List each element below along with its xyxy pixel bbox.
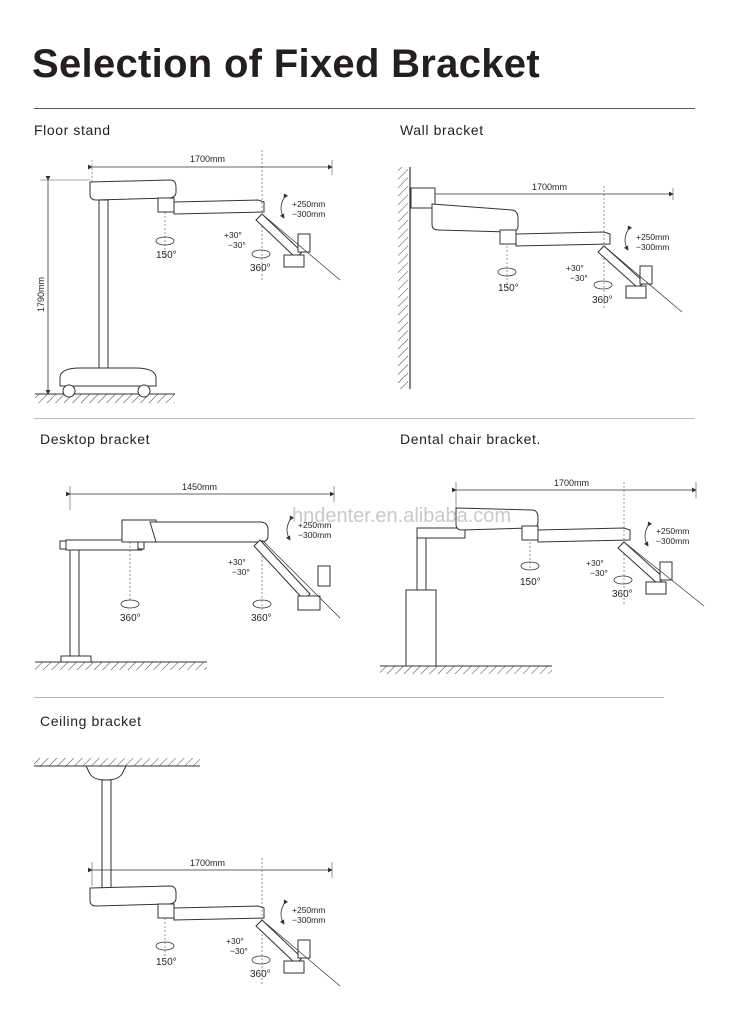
- desktop-rotation-360-left-label: 360°: [120, 613, 141, 624]
- desktop-bracket-label: Desktop bracket: [40, 431, 151, 447]
- ceiling-span-label: 1700mm: [190, 858, 225, 868]
- desktop-rotation-360-right-label: 360°: [251, 613, 272, 624]
- wall-tilt-up-label: +30°: [566, 263, 584, 273]
- desktop-span-label: 1450mm: [182, 482, 217, 492]
- section-divider-1: [34, 418, 695, 419]
- dental-chair-bracket-diagram: 1700mm +250mm −300mm +30° −30° 150° 360°…: [292, 478, 705, 674]
- dental-chair-bracket-label: Dental chair bracket.: [400, 431, 541, 447]
- desktop-vertical-down-label: −300mm: [298, 530, 331, 540]
- dental-vertical-up-label: +250mm: [656, 526, 689, 536]
- floor-tilt-up-label: +30°: [224, 230, 242, 240]
- floor-stand-diagram: 1700mm 1790mm +250mm −300mm +30° −30° 15…: [35, 150, 341, 403]
- floor-tilt-down-label: −30°: [228, 240, 246, 250]
- floor-vertical-up-label: +250mm: [292, 199, 325, 209]
- desktop-bracket-diagram: 1450mm +250mm −300mm +30° −30° 360° 360°: [35, 482, 341, 670]
- dental-rotation-360-label: 360°: [612, 589, 633, 600]
- ceiling-rotation-150-label: 150°: [156, 957, 177, 968]
- ceiling-vertical-up-label: +250mm: [292, 905, 325, 915]
- title-divider: [34, 108, 695, 109]
- wall-bracket-label: Wall bracket: [400, 122, 484, 138]
- desktop-tilt-up-label: +30°: [228, 557, 246, 567]
- floor-stand-label: Floor stand: [34, 122, 111, 138]
- ceiling-bracket-diagram: 1700mm +250mm −300mm +30° −30° 150° 360°: [34, 758, 341, 987]
- watermark: hndenter.en.alibaba.com: [292, 505, 511, 527]
- desktop-vertical-up-label: +250mm: [298, 520, 331, 530]
- dental-tilt-down-label: −30°: [590, 568, 608, 578]
- floor-vertical-down-label: −300mm: [292, 209, 325, 219]
- page-title: Selection of Fixed Bracket: [32, 42, 540, 86]
- wall-rotation-360-label: 360°: [592, 295, 613, 306]
- desktop-tilt-down-label: −30°: [232, 567, 250, 577]
- wall-span-label: 1700mm: [532, 182, 567, 192]
- dental-span-label: 1700mm: [554, 478, 589, 488]
- wall-vertical-down-label: −300mm: [636, 242, 669, 252]
- ceiling-bracket-label: Ceiling bracket: [40, 713, 142, 729]
- wall-bracket-diagram: 1700mm +250mm −300mm +30° −30° 150° 360°: [398, 167, 683, 389]
- wall-vertical-up-label: +250mm: [636, 232, 669, 242]
- floor-span-label: 1700mm: [190, 154, 225, 164]
- ceiling-vertical-down-label: −300mm: [292, 915, 325, 925]
- floor-rotation-360-label: 360°: [250, 263, 271, 274]
- floor-height-label: 1790mm: [36, 277, 46, 312]
- ceiling-tilt-down-label: −30°: [230, 946, 248, 956]
- wall-rotation-150-label: 150°: [498, 283, 519, 294]
- dental-tilt-up-label: +30°: [586, 558, 604, 568]
- dental-vertical-down-label: −300mm: [656, 536, 689, 546]
- ceiling-tilt-up-label: +30°: [226, 936, 244, 946]
- wall-tilt-down-label: −30°: [570, 273, 588, 283]
- section-divider-2: [34, 697, 664, 698]
- ceiling-rotation-360-label: 360°: [250, 969, 271, 980]
- floor-rotation-150-label: 150°: [156, 250, 177, 261]
- dental-rotation-150-label: 150°: [520, 577, 541, 588]
